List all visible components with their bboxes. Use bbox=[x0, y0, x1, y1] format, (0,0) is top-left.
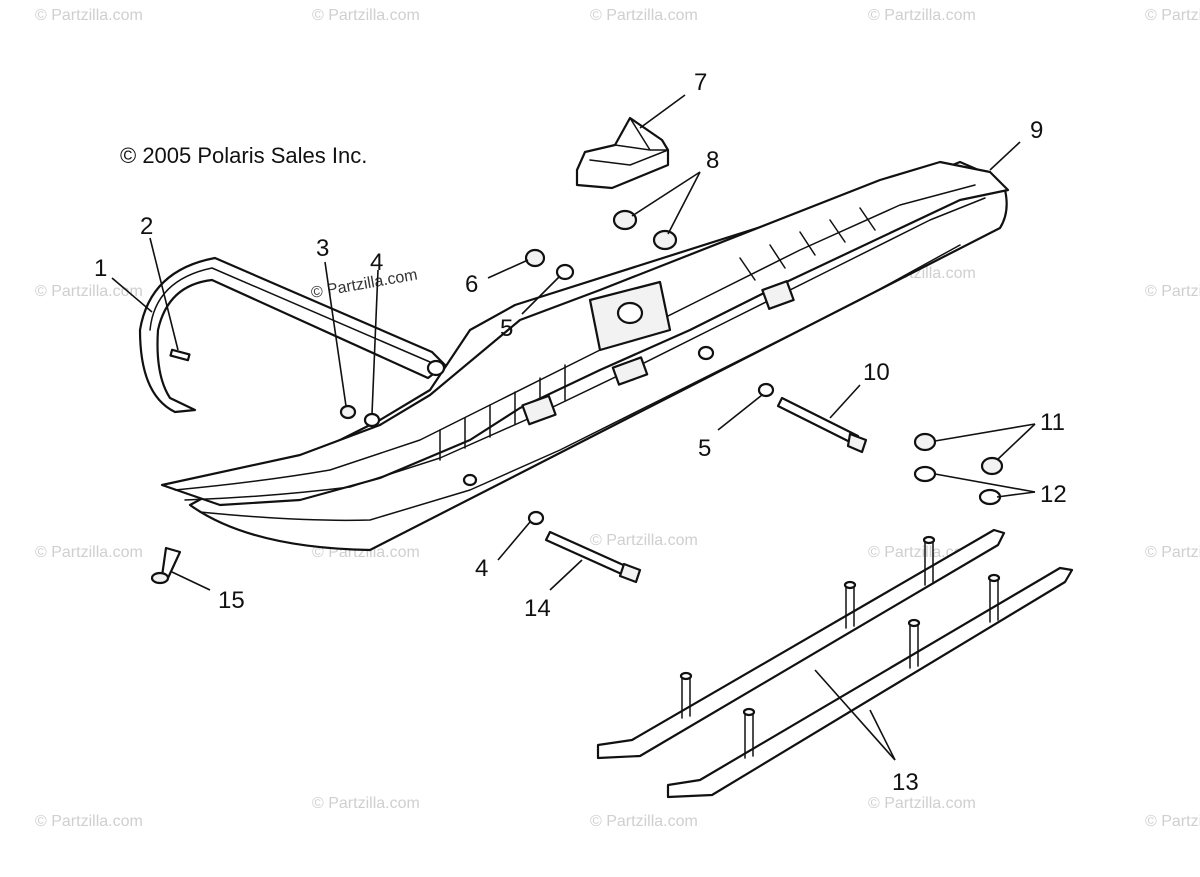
rivet bbox=[150, 546, 182, 585]
callout-12: 12 bbox=[1040, 481, 1067, 508]
callout-14: 14 bbox=[524, 595, 551, 622]
ski-handle bbox=[138, 256, 447, 414]
nut bbox=[339, 404, 357, 420]
watermark: © Partzilla.com bbox=[1145, 283, 1200, 300]
callout-15: 15 bbox=[218, 587, 245, 614]
callout-5: 5 bbox=[698, 435, 711, 462]
washer-lower bbox=[757, 382, 775, 398]
nut-top bbox=[524, 248, 546, 268]
callout-4: 4 bbox=[370, 249, 383, 276]
watermark: © Partzilla.com bbox=[35, 7, 143, 24]
bolt-short bbox=[544, 530, 642, 584]
callout-2: 2 bbox=[140, 213, 153, 240]
callouts: 1 2 3 4 6 5 7 8 9 5 10 11 12 4 14 15 13 bbox=[94, 69, 1067, 796]
watermark: © Partzilla.com bbox=[868, 795, 976, 812]
callout-3: 3 bbox=[316, 235, 329, 262]
watermark: © Partzilla.com bbox=[1145, 7, 1200, 24]
pin bbox=[169, 348, 191, 362]
watermark: © Partzilla.com bbox=[35, 813, 143, 830]
callout-13: 13 bbox=[892, 769, 919, 796]
washers-right bbox=[913, 465, 1002, 506]
washer-lower-left bbox=[527, 510, 545, 526]
watermark: © Partzilla.com bbox=[312, 795, 420, 812]
bolt-long bbox=[776, 396, 868, 454]
watermark: © Partzilla.com bbox=[590, 813, 698, 830]
watermark: © Partzilla.com bbox=[35, 544, 143, 561]
washer-top bbox=[555, 263, 575, 281]
callout-1: 1 bbox=[94, 255, 107, 282]
watermark: © Partzilla.com bbox=[868, 7, 976, 24]
watermark: © Partzilla.com bbox=[1145, 813, 1200, 830]
copyright-text: © 2005 Polaris Sales Inc. bbox=[120, 143, 367, 168]
callout-6: 6 bbox=[465, 271, 478, 298]
callout-5: 5 bbox=[500, 315, 513, 342]
callout-8: 8 bbox=[706, 147, 719, 174]
watermark: © Partzilla.com bbox=[590, 7, 698, 24]
wear-block bbox=[575, 116, 670, 190]
washer bbox=[363, 412, 381, 428]
wear-bars bbox=[596, 528, 1074, 799]
watermark: © Partzilla.com bbox=[35, 283, 143, 300]
callout-9: 9 bbox=[1030, 117, 1043, 144]
watermark: © Partzilla.com bbox=[1145, 544, 1200, 561]
callout-7: 7 bbox=[694, 69, 707, 96]
callout-11: 11 bbox=[1040, 409, 1065, 436]
ski-body bbox=[160, 160, 1010, 552]
watermark: © Partzilla.com bbox=[590, 532, 698, 549]
callout-4: 4 bbox=[475, 555, 488, 582]
callout-10: 10 bbox=[863, 359, 890, 386]
nuts-right bbox=[913, 432, 1004, 476]
leader-lines bbox=[111, 94, 1036, 761]
bushings bbox=[612, 209, 678, 251]
watermark: © Partzilla.com bbox=[312, 7, 420, 24]
